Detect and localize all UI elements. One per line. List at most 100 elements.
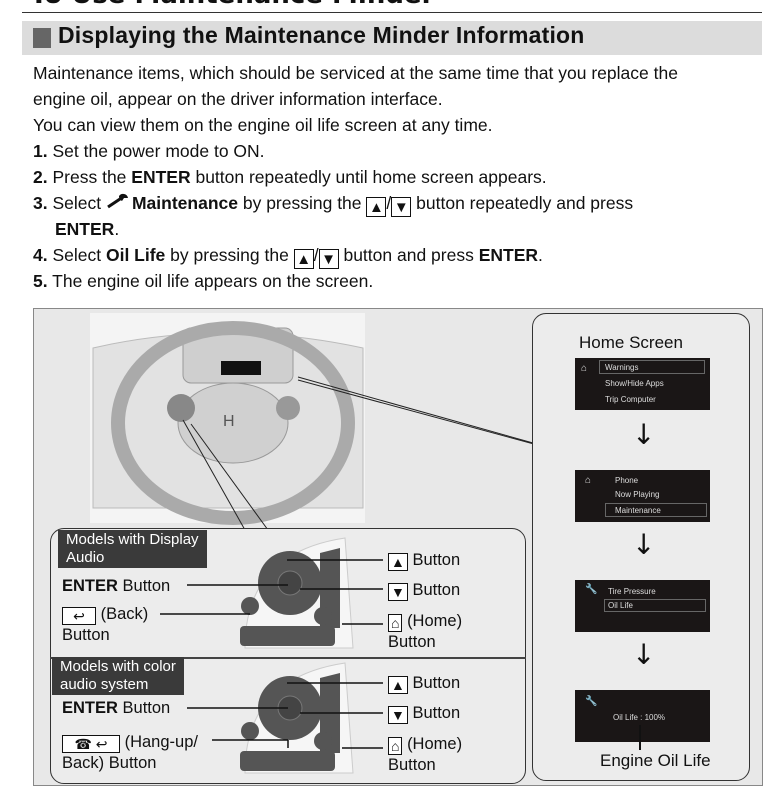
hangup-back-icon: ☎ ↩	[62, 735, 120, 753]
down-arrow-icon: ↓	[632, 528, 656, 561]
tag-line: Audio	[66, 549, 105, 566]
enter-keyword: ENTER	[62, 699, 118, 717]
wrench-icon	[106, 193, 132, 214]
up-button-icon: ▲	[293, 249, 314, 269]
switch-display-audio	[240, 537, 354, 649]
up-button-icon: ▲	[388, 553, 408, 571]
step-number: 5.	[33, 271, 48, 291]
label-text: Button	[122, 577, 171, 595]
oil-life-keyword: Oil Life	[105, 245, 166, 265]
oil-life-value: Oil Life : 100%	[613, 713, 666, 722]
enter-button-label: ENTER Button	[62, 576, 170, 596]
section-title: Displaying the Maintenance Minder Inform…	[58, 22, 585, 48]
down-button-icon: ▼	[391, 197, 412, 217]
label-text: Button	[412, 674, 461, 692]
section-header	[22, 21, 762, 55]
down-button-icon: ▼	[388, 583, 408, 601]
step-2: 2. Press the ENTER button repeatedly unt…	[33, 167, 547, 188]
section-marker	[33, 28, 51, 48]
tag-line: Models with Display	[66, 531, 199, 548]
step-text: button repeatedly and press	[411, 193, 634, 213]
up-button-icon: ▲	[388, 676, 408, 694]
menu-item-phone: Phone	[615, 476, 639, 485]
enter-keyword: ENTER	[131, 167, 191, 187]
apps-screen: ⌂ Phone Now Playing Maintenance	[575, 470, 710, 522]
label-text: Button	[388, 756, 436, 774]
label-text: (Back)	[100, 605, 149, 623]
step-number: 3.	[33, 193, 48, 213]
intro-line: You can view them on the engine oil life…	[33, 115, 493, 135]
slash: /	[313, 245, 319, 265]
intro-line: Maintenance items, which should be servi…	[33, 63, 678, 83]
period: .	[538, 245, 543, 265]
home-button-label: ⌂ (Home) Button	[388, 734, 462, 775]
divider	[22, 12, 762, 13]
label-text: (Hang-up/	[124, 733, 198, 751]
label-text: Button	[412, 704, 461, 722]
home-button-label: ⌂ (Home)Button	[388, 611, 462, 652]
period: .	[114, 219, 120, 239]
page-title: To Use Maintenance Minder	[30, 0, 434, 10]
label-text: Button	[388, 633, 436, 651]
enter-keyword: ENTER	[62, 577, 118, 595]
steering-switch	[167, 394, 195, 422]
menu-item-tire-pressure: Tire Pressure	[608, 587, 656, 596]
menu-item-warnings: Warnings	[605, 363, 639, 372]
step-5: 5. The engine oil life appears on the sc…	[33, 271, 373, 292]
label-text: Button	[62, 626, 110, 644]
dashboard-illustration: H	[90, 313, 579, 531]
home-icon: ⌂	[585, 475, 592, 486]
down-arrow-icon: ↓	[632, 418, 656, 451]
engine-oil-life-label: Engine Oil Life	[600, 751, 711, 770]
leader-line	[639, 725, 641, 750]
label-text: (Home)	[407, 735, 463, 753]
maintenance-keyword: Maintenance	[131, 193, 238, 213]
step-text: button repeatedly until home screen appe…	[190, 167, 547, 187]
enter-keyword: ENTER	[478, 245, 539, 265]
leader-lines	[160, 559, 383, 749]
selection-highlight	[605, 503, 707, 517]
up-button-label: ▲ Button	[388, 550, 460, 571]
driver-info-display	[221, 361, 261, 375]
selection-highlight	[599, 360, 705, 374]
oil-life-screen: 🔧 Oil Life : 100%	[575, 690, 710, 742]
menu-item-trip-computer: Trip Computer	[605, 395, 656, 404]
label-text: Back) Button	[62, 754, 157, 772]
back-button-label: ↩ (Back) Button	[62, 604, 148, 645]
intro-line: engine oil, appear on the driver informa…	[33, 89, 443, 109]
honda-logo: H	[223, 413, 235, 430]
wrench-icon: 🔧	[585, 696, 598, 707]
maintenance-screen: 🔧 Tire Pressure Oil Life	[575, 580, 710, 632]
home-screen: ⌂ Warnings Show/Hide Apps Trip Computer	[575, 358, 710, 410]
home-icon: ⌂	[388, 737, 403, 755]
tag-line: Models with color	[60, 658, 176, 675]
menu-item-oil-life: Oil Life	[608, 601, 633, 610]
step-number: 1.	[33, 141, 48, 161]
steering-switch-illustrations	[240, 537, 354, 774]
step-number: 4.	[33, 245, 48, 265]
step-text: The engine oil life appears on the scree…	[52, 271, 374, 291]
step-text: by pressing the	[165, 245, 289, 265]
home-screen-label: Home Screen	[579, 333, 683, 352]
back-icon: ↩	[62, 607, 96, 625]
step-text: button and press	[338, 245, 479, 265]
steering-wheel-icon	[111, 321, 355, 525]
slash: /	[386, 193, 392, 213]
step-text: Press the	[52, 167, 132, 187]
label-text: Button	[412, 581, 461, 599]
step-4: 4. Select Oil Life by pressing the ▲/▼ b…	[33, 245, 543, 269]
step-3-cont: ENTER.	[55, 219, 119, 240]
step-text: Select	[52, 193, 106, 213]
down-button-icon: ▼	[388, 706, 408, 724]
selection-highlight	[604, 599, 706, 612]
step-text: by pressing the	[237, 193, 362, 213]
step-3: 3. Select Maintenance by pressing the ▲/…	[33, 193, 633, 217]
down-button-label: ▼ Button	[388, 580, 460, 601]
up-button-icon: ▲	[366, 197, 387, 217]
wrench-icon: 🔧	[585, 584, 598, 595]
step-text: Set the power mode to ON.	[52, 141, 265, 161]
home-icon: ⌂	[581, 363, 588, 374]
label-text: Button	[412, 551, 461, 569]
label-text: (Home)	[407, 612, 463, 630]
